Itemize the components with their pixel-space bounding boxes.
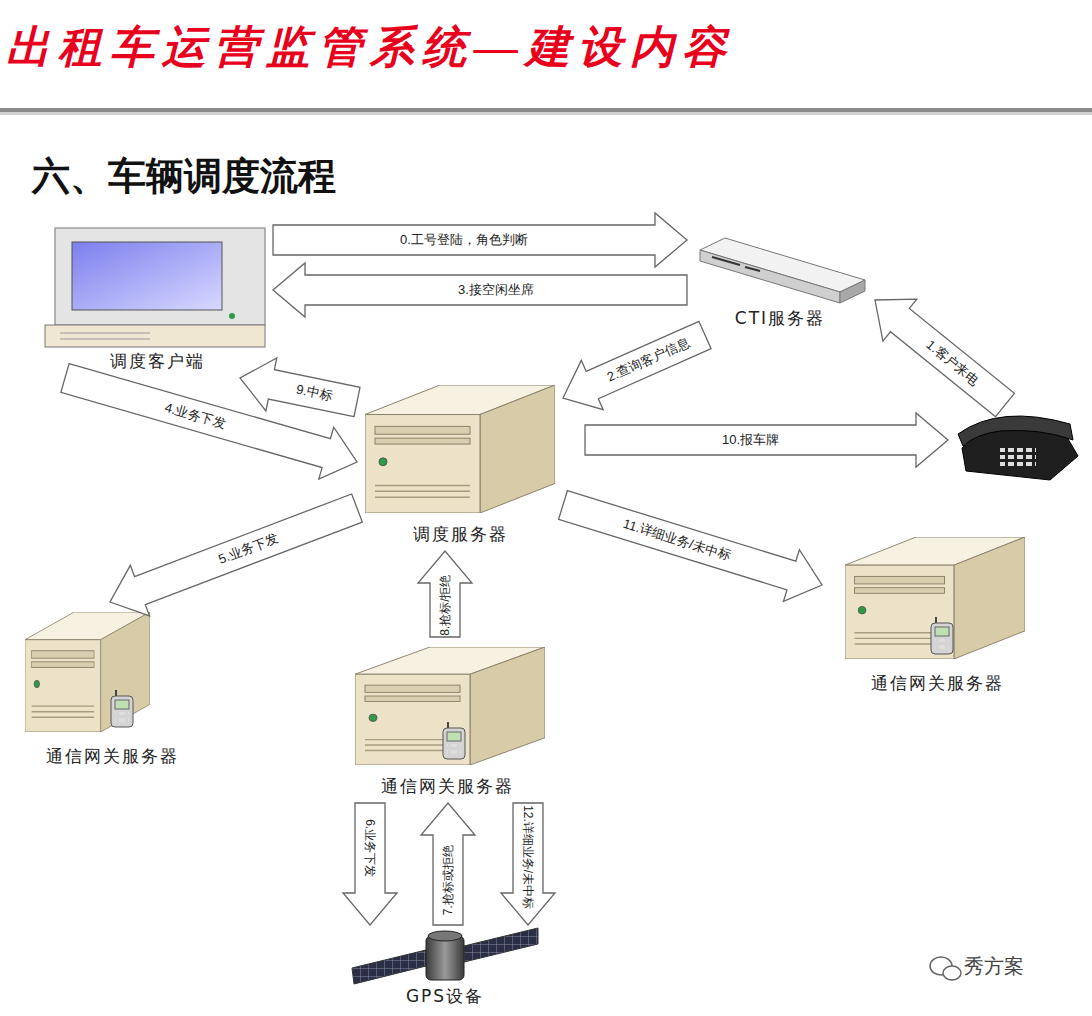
mobile-icon	[931, 617, 953, 654]
watermark-icon	[930, 957, 961, 980]
solar-panel	[352, 950, 426, 984]
flow-arrow	[273, 213, 687, 267]
device-node: 通信网关服务器	[5, 605, 220, 770]
bubble	[943, 966, 961, 980]
flow-label: 0.工号登陆，角色判断	[400, 232, 528, 248]
device-node: 通信网关服务器	[825, 532, 1050, 697]
flow-arrow	[501, 803, 555, 925]
flow-label: 7.抢标或拒绝	[441, 845, 455, 915]
solar-panel	[464, 928, 538, 962]
flow-label: 8.抢标/拒绝	[438, 574, 452, 635]
mobile-icon	[443, 722, 465, 759]
flow-arrow	[61, 364, 357, 480]
device-label: 通信网关服务器	[46, 746, 179, 766]
computer-icon	[45, 228, 265, 347]
mobile-icon	[111, 690, 133, 727]
flow-arrow	[418, 551, 472, 637]
device-node: GPS设备	[345, 928, 545, 1010]
device-node: 调度服务器	[360, 382, 560, 548]
server-icon	[365, 385, 555, 513]
section-heading: 六、车辆调度流程	[32, 154, 336, 200]
flow-arrow	[563, 321, 711, 409]
base-unit	[45, 325, 265, 347]
drive-slot	[60, 333, 150, 339]
device-label: 通信网关服务器	[871, 673, 1004, 693]
server-icon	[845, 537, 1025, 659]
slab-side	[840, 280, 865, 303]
flow-arrow	[240, 358, 360, 417]
monitor	[55, 228, 265, 325]
flow-label: 6.业务下发	[363, 819, 377, 877]
device-node: CTI服务器	[690, 232, 870, 332]
device-label: 调度服务器	[413, 524, 508, 544]
flow-label: 3.接空闲坐席	[458, 282, 534, 298]
device-label: GPS设备	[406, 986, 484, 1006]
satellite-icon	[352, 928, 538, 984]
device-label: CTI服务器	[735, 308, 825, 328]
watermark: 秀方案	[964, 954, 1024, 978]
flow-arrow	[559, 491, 822, 602]
power-led	[229, 313, 235, 319]
layout-arrows	[585, 299, 1014, 467]
flow-arrow	[110, 494, 362, 616]
cti-server-icon	[700, 238, 865, 303]
flow-label: 12.详细业务/未中标	[521, 805, 535, 909]
flow-arrow	[273, 263, 687, 317]
server-icon	[355, 647, 545, 765]
satellite-dish	[428, 931, 462, 941]
device-node: 调度客户端	[45, 225, 270, 375]
device-label: 通信网关服务器	[381, 776, 514, 796]
satellite-body	[426, 936, 464, 980]
slab-front	[700, 250, 840, 303]
flow-arrow	[875, 299, 1014, 417]
phone-keypad	[1000, 447, 1036, 468]
server-icon	[25, 612, 150, 732]
title-rule	[0, 108, 1092, 112]
device-label: 调度客户端	[110, 351, 205, 371]
device-node: 通信网关服务器	[335, 640, 560, 800]
flow-label: 10.报车牌	[722, 432, 779, 448]
page-title: 出租车运营监管系统—建设内容	[6, 22, 734, 75]
flow-arrow	[585, 413, 948, 467]
title-rule-shadow	[0, 112, 1092, 115]
slab-slots	[712, 257, 760, 271]
telephone-icon	[958, 416, 1078, 480]
screen	[72, 242, 222, 310]
flow-arrow	[421, 803, 475, 925]
phone-handset	[958, 416, 1073, 446]
flow-arrow	[343, 803, 397, 925]
